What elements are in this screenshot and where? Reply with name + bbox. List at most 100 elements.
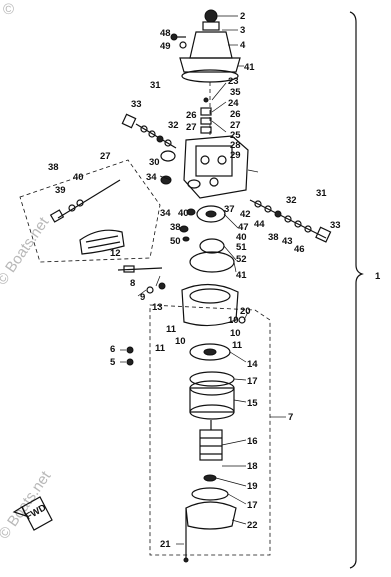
assembly-bracket [349, 11, 364, 569]
screw-8 [158, 282, 166, 290]
vent-cap [204, 9, 218, 23]
switch-wire-2 [87, 241, 121, 249]
stack-axis-left [135, 123, 177, 149]
callout-40: 40 [73, 172, 84, 183]
callout-9: 9 [140, 292, 145, 303]
motor-cover-top [189, 288, 231, 304]
callout-35: 35 [230, 87, 241, 98]
callout-1: 1 [375, 271, 381, 282]
callout-28: 28 [230, 140, 241, 151]
callout-16: 16 [247, 436, 258, 447]
part-32-right [304, 225, 312, 233]
filter-52 [199, 238, 225, 254]
end-cap-22 [185, 501, 237, 530]
watermark-copyright: © [3, 1, 14, 18]
callout-13: 13 [152, 302, 163, 313]
right-valve-stack [249, 199, 332, 243]
plug-33-left [121, 113, 137, 129]
callout-17-lower: 17 [247, 500, 258, 511]
callout-33-left: 33 [131, 99, 142, 110]
reservoir-group [170, 9, 241, 83]
clip-b [76, 199, 84, 207]
switch-panel [79, 229, 125, 255]
screw-34-lower [186, 208, 196, 216]
lead-wire-12 [117, 267, 163, 271]
yoke-bottom [189, 404, 235, 420]
callout-12: 12 [110, 248, 121, 259]
callout-15: 15 [247, 398, 258, 409]
callout-40-right: 40 [236, 232, 247, 243]
callout-51: 51 [236, 242, 247, 253]
callout-38-lower: 38 [170, 222, 181, 233]
yoke-top [189, 380, 235, 396]
callout-27-hose: 27 [100, 151, 111, 162]
bolt-21-tip [183, 557, 189, 563]
callout-32-right: 32 [286, 195, 297, 206]
callout-27-left: 27 [186, 122, 197, 133]
callout-24: 24 [228, 98, 239, 109]
harness-boundary [19, 159, 161, 263]
seat-left [164, 139, 172, 147]
ball-left [156, 135, 164, 143]
callout-6: 6 [110, 344, 115, 355]
hose-39 [57, 179, 121, 219]
switch-wire-1 [85, 235, 119, 243]
callout-44: 44 [254, 219, 265, 230]
callout-39: 39 [55, 185, 66, 196]
part-44 [264, 205, 272, 213]
motor-boundary [149, 304, 271, 556]
forward-arrow-head [12, 506, 28, 517]
callout-37: 37 [224, 204, 235, 215]
forward-arrow-box [21, 496, 53, 531]
oring-right [284, 215, 292, 223]
callout-20: 20 [240, 306, 251, 317]
callout-14: 14 [247, 359, 258, 370]
callout-40-lower: 40 [178, 208, 189, 219]
valve-body-face [195, 145, 233, 177]
callout-26: 26 [230, 109, 241, 120]
spring-left [148, 130, 156, 138]
callout-38: 38 [48, 162, 59, 173]
callout-11: 11 [166, 324, 177, 335]
callout-31-left: 31 [150, 80, 161, 91]
ball-right [274, 210, 282, 218]
plug-28 [200, 126, 212, 134]
callout-4: 4 [240, 40, 246, 51]
screw-20 [238, 316, 246, 324]
callout-52: 52 [236, 254, 247, 265]
callout-34-lower: 34 [160, 208, 171, 219]
yoke-15 [189, 387, 235, 413]
callout-19: 19 [247, 481, 258, 492]
nut-5 [126, 358, 134, 366]
washer-49 [179, 41, 187, 49]
callout-2: 2 [240, 11, 245, 22]
callout-29: 29 [230, 150, 241, 161]
bearing-19 [203, 474, 217, 482]
pump-gear-47 [196, 205, 226, 223]
ball-23 [203, 97, 209, 103]
callout-17: 17 [247, 376, 258, 387]
callout-46: 46 [294, 244, 305, 255]
callout-33-right: 33 [330, 220, 341, 231]
callout-21: 21 [160, 539, 171, 550]
leader-lines [120, 15, 286, 545]
watermark-top: © Boats.net [0, 213, 53, 288]
plug-33-right [315, 226, 332, 243]
callout-8: 8 [130, 278, 135, 289]
spring-25 [200, 117, 212, 125]
callout-43: 43 [282, 236, 293, 247]
screw-38 [179, 225, 189, 233]
bolt-48 [170, 33, 178, 41]
valve-body-group [183, 82, 249, 199]
fitting-38 [49, 209, 65, 223]
nut-40-top [187, 179, 201, 189]
valve-port-1 [200, 155, 210, 165]
callout-11-lower: 11 [155, 343, 166, 354]
part-30 [160, 150, 176, 162]
callout-38-right: 38 [268, 232, 279, 243]
callout-10-c: 10 [230, 328, 241, 339]
callout-36-26: 26 [186, 110, 197, 121]
lead-terminal [123, 265, 135, 273]
callout-3: 3 [240, 25, 245, 36]
callout-41-lower: 41 [236, 270, 247, 281]
